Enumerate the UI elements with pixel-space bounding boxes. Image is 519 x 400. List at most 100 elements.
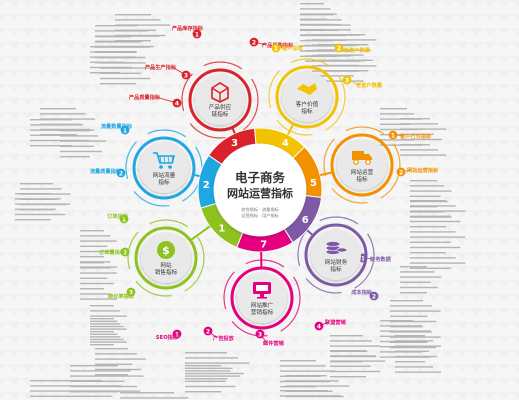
detail-line xyxy=(95,368,142,371)
detail-line xyxy=(400,133,434,135)
branch-badge xyxy=(126,287,136,297)
detail-line xyxy=(80,230,104,232)
branch-operation-1[interactable]: 1 客户行为指标 xyxy=(388,130,432,140)
detail-line xyxy=(185,357,239,359)
detail-line xyxy=(80,266,117,268)
center-hub[interactable]: 电子商务 网站运营指标 综合指标 · 流量指标 运营指标 · 用户指标 xyxy=(214,144,306,236)
detail-line xyxy=(80,282,114,285)
detail-line xyxy=(285,385,350,387)
detail-line xyxy=(90,320,118,322)
detail-line xyxy=(330,360,386,362)
module-link xyxy=(193,173,200,178)
detail-line xyxy=(305,29,351,31)
detail-line xyxy=(60,150,102,153)
ring-number-2: 2 xyxy=(203,180,210,191)
branch-badge-number: 2 xyxy=(337,45,341,52)
detail-line xyxy=(400,266,427,268)
branch-label: 订单指标 xyxy=(107,212,129,220)
detail-line xyxy=(395,366,433,368)
branch-badge-number: 2 xyxy=(206,328,210,335)
detail-line xyxy=(280,365,326,367)
detail-line xyxy=(100,77,151,80)
detail-line xyxy=(90,315,127,317)
detail-line xyxy=(60,140,106,142)
detail-line xyxy=(390,320,437,323)
branch-badge xyxy=(116,168,126,178)
detail-line xyxy=(395,345,441,347)
detail-line xyxy=(330,376,366,378)
branch-badge xyxy=(120,125,130,135)
detail-line xyxy=(90,331,114,333)
module-operation[interactable]: 网站运营指标 xyxy=(330,133,394,197)
detail-line xyxy=(410,220,461,223)
branch-label: 老客户数量 xyxy=(355,81,383,89)
svg-text:$: $ xyxy=(162,244,170,257)
module-orbit xyxy=(127,219,205,297)
branch-badge-number: 1 xyxy=(391,132,395,139)
monitor-icon xyxy=(253,282,271,299)
branch-badge-number: 1 xyxy=(361,255,365,262)
module-ring xyxy=(330,133,394,197)
detail-line xyxy=(15,198,61,200)
branch-badge xyxy=(181,70,191,80)
detail-line xyxy=(185,372,244,375)
center-hub-circle xyxy=(214,144,306,236)
branch-badge-number: 2 xyxy=(123,249,127,256)
detail-line xyxy=(100,62,146,64)
module-disc xyxy=(282,72,332,122)
branch-label: 客户行为指标 xyxy=(399,132,432,140)
branch-label: 流量数量指标 xyxy=(101,122,133,130)
detail-line xyxy=(300,3,324,5)
detail-line xyxy=(70,365,118,367)
detail-line xyxy=(400,144,430,146)
detail-line xyxy=(80,261,111,263)
detail-line xyxy=(380,123,411,125)
detail-line xyxy=(410,215,451,217)
module-label-line2: 指标 xyxy=(356,175,368,183)
branch-badge xyxy=(388,130,398,140)
detail-line xyxy=(185,385,236,388)
detail-line xyxy=(30,124,84,126)
cart-icon xyxy=(153,152,176,169)
detail-line xyxy=(380,330,431,332)
branch-badge-number: 2 xyxy=(372,293,376,300)
detail-line xyxy=(60,156,90,158)
detail-line xyxy=(90,333,118,335)
detail-line xyxy=(80,262,104,264)
detail-line xyxy=(300,14,333,16)
detail-line xyxy=(390,341,428,343)
branch-label: 邮件营销 xyxy=(263,339,285,347)
branch-badge xyxy=(342,75,352,85)
module-ring xyxy=(230,266,294,330)
detail-line xyxy=(400,123,438,125)
module-label-line1: 网站流量 xyxy=(153,171,176,179)
detail-line xyxy=(80,235,111,237)
module-label-line2: 营销指标 xyxy=(251,308,274,316)
module-ring xyxy=(304,223,368,287)
module-label-line2: 链指标 xyxy=(212,110,229,118)
